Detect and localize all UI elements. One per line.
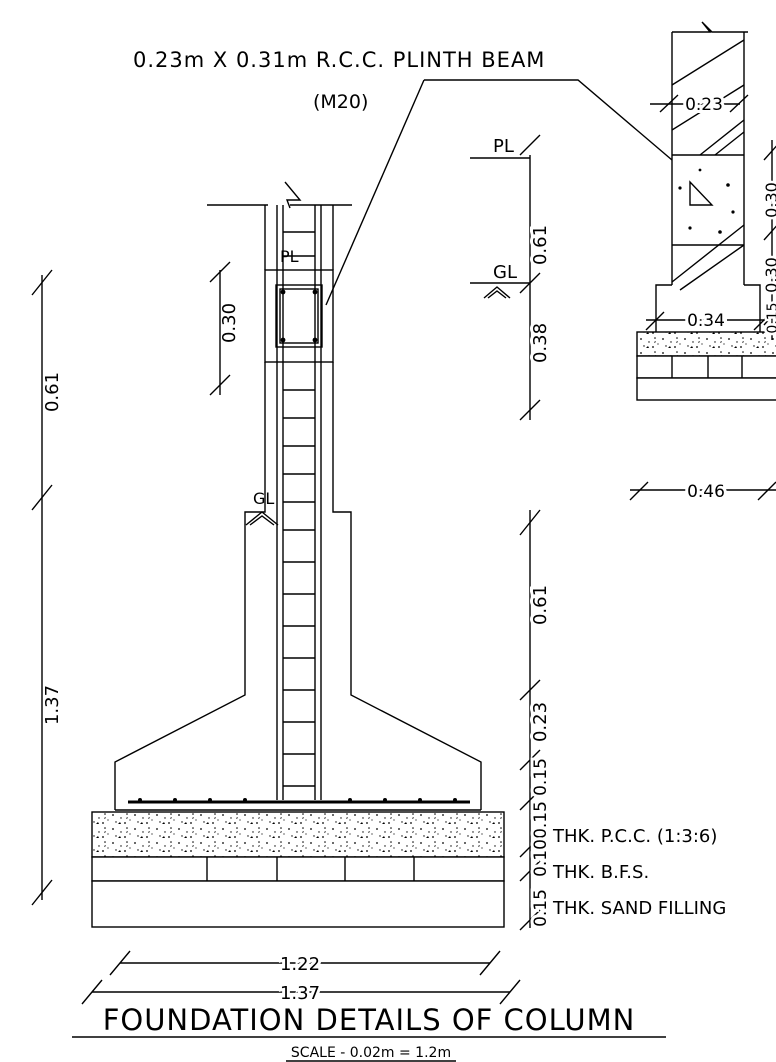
layer-label-sand: THK. SAND FILLING — [552, 898, 726, 919]
column-section — [114, 181, 482, 811]
dim-sand: 0.15 — [531, 889, 551, 927]
dim-beam-depth: 0.30 — [219, 303, 240, 343]
detail-dim-base-outer: 0.46 — [687, 482, 725, 502]
dim-pedestal: 0.61 — [530, 585, 551, 625]
drawing-title: FOUNDATION DETAILS OF COLUMN — [103, 1003, 636, 1037]
pl-marker-mid: PL — [493, 136, 514, 157]
dim-taper: 0.23 — [530, 702, 551, 742]
detail-dim-wall: 0.23 — [685, 95, 723, 115]
dim-overall-upper: 0.61 — [42, 372, 63, 412]
dim-overall-lower: 1.37 — [42, 685, 63, 725]
detail-dim-base-inner: 0.34 — [687, 311, 725, 331]
detail-dim-beam-depth: 0.30 — [762, 182, 776, 218]
gl-marker-mid: GL — [493, 262, 517, 283]
detail-dim-lower-depth: 0.30 — [762, 257, 776, 293]
detail-dim-step: 0.15 — [765, 302, 776, 333]
gl-marker-left: GL — [253, 489, 274, 508]
dim-footing: 0.15 — [531, 758, 551, 796]
mid-dimension-line — [519, 134, 541, 931]
layer-label-pcc: THK. P.C.C. (1:3:6) — [552, 826, 717, 847]
beam-callout-line1: 0.23m X 0.31m R.C.C. PLINTH BEAM — [133, 48, 545, 72]
pl-marker-left: PL — [280, 247, 299, 266]
foundation-layers — [91, 811, 505, 928]
gl-symbol-mid — [483, 286, 511, 299]
dim-pcc: 0.15 — [531, 801, 551, 839]
dim-width-outer: 1.37 — [280, 983, 320, 1004]
dim-width-inner: 1.22 — [280, 954, 320, 975]
drawing-scale: SCALE - 0.02m = 1.2m — [291, 1045, 451, 1061]
beam-leader — [325, 79, 673, 306]
plinth-beam-detail — [629, 21, 776, 501]
layer-label-bfs: THK. B.F.S. — [552, 862, 649, 883]
dim-pl-to-gl: 0.61 — [530, 225, 551, 265]
left-dimension-line — [31, 269, 53, 906]
beam-callout-line2: (M20) — [313, 91, 368, 113]
column-stirrups — [283, 231, 315, 787]
dim-gl-to-beam: 0.38 — [530, 323, 551, 363]
dim-bfs: 0.10 — [531, 839, 551, 877]
gl-symbol-left — [245, 511, 279, 526]
